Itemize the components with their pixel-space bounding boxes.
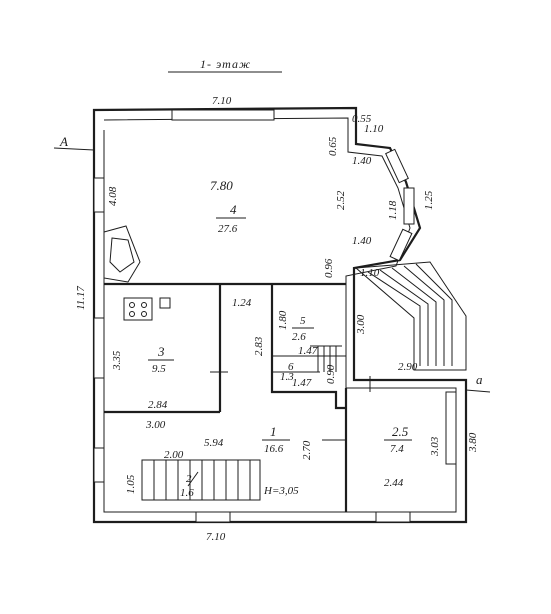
window-right bbox=[445, 391, 457, 465]
dim-left-upper: 4.08 bbox=[107, 186, 119, 206]
room-6-area: 1.3 bbox=[280, 371, 294, 383]
dim-room4-depth: 2.52 bbox=[335, 190, 347, 210]
dim-bay-lower: 1.40 bbox=[352, 235, 372, 247]
window-bottom-right bbox=[375, 511, 411, 523]
dim-porch-height: 3.00 bbox=[355, 314, 367, 335]
room-5-number: 5 bbox=[300, 315, 306, 327]
room-25-area: 7.4 bbox=[390, 443, 404, 455]
dim-bay-middle: 1.18 bbox=[387, 200, 399, 220]
sink bbox=[159, 297, 171, 309]
ceiling-height: Н=3,05 bbox=[263, 485, 299, 497]
room-3-area: 9.5 bbox=[152, 363, 166, 375]
dim-room25-height: 3.03 bbox=[429, 436, 441, 457]
window-left-upper bbox=[93, 177, 105, 213]
stair-arrow bbox=[187, 471, 199, 487]
dim-corridor-height: 2.83 bbox=[253, 336, 265, 356]
dim-room6-height: 0.90 bbox=[325, 364, 337, 384]
dim-stair-height: 1.05 bbox=[125, 474, 137, 494]
interior-wall-outline bbox=[103, 117, 457, 513]
room-2-area: 1.6 bbox=[180, 487, 194, 499]
room-4-number: 4 bbox=[230, 202, 237, 217]
dim-room5-width: 1.80 bbox=[277, 310, 289, 330]
dim-hall-width: 5.94 bbox=[204, 437, 224, 449]
dim-room25-width: 2.44 bbox=[384, 477, 404, 489]
dim-room5-w2: 1.47 bbox=[298, 345, 318, 357]
dim-stair-width: 2.00 bbox=[164, 449, 184, 461]
stove-burner bbox=[129, 311, 135, 317]
dim-room3-width: 2.84 bbox=[148, 399, 168, 411]
dim-room3-bottom: 3.00 bbox=[145, 419, 166, 431]
interior-stairs bbox=[141, 459, 261, 501]
window-left-middle bbox=[93, 317, 105, 379]
dim-room4-width: 7.80 bbox=[210, 178, 233, 193]
dim-bay-top: 1.10 bbox=[364, 123, 384, 135]
stove-burner bbox=[141, 302, 147, 308]
dim-room3-height: 3.35 bbox=[111, 350, 123, 371]
fireplace bbox=[103, 225, 141, 283]
room-5-area: 2.6 bbox=[292, 331, 306, 343]
dim-bay-small: 0.55 bbox=[352, 113, 372, 125]
room-4-area: 27.6 bbox=[218, 223, 238, 235]
porch-stairs bbox=[354, 261, 467, 371]
plan-title: 1- этаж bbox=[200, 57, 251, 71]
stove bbox=[123, 297, 153, 321]
room-6-number: 6 bbox=[288, 361, 294, 373]
stove-burner bbox=[141, 311, 147, 317]
room-3-number: 3 bbox=[157, 344, 165, 359]
exterior-wall bbox=[92, 106, 468, 524]
room-1-number: 1 bbox=[270, 424, 277, 439]
section-line-left bbox=[53, 147, 95, 151]
dim-top: 7.10 bbox=[212, 95, 232, 107]
window-bottom-left bbox=[195, 511, 231, 523]
section-mark-left: А bbox=[59, 134, 68, 149]
room-25-number: 2.5 bbox=[392, 424, 409, 439]
dim-bay-side: 0.65 bbox=[327, 136, 339, 156]
dim-room6-width: 1.47 bbox=[292, 377, 312, 389]
dim-bottom: 7.10 bbox=[206, 531, 226, 543]
dim-room4-small: 0.96 bbox=[323, 258, 335, 278]
dim-bay-right: 1.25 bbox=[423, 190, 435, 210]
dim-right-total: 3.80 bbox=[467, 432, 479, 453]
dim-porch-top: 1.10 bbox=[360, 267, 380, 279]
room5-hatching bbox=[310, 345, 342, 372]
room-1-area: 16.6 bbox=[264, 443, 284, 455]
window-bay-middle bbox=[403, 187, 415, 225]
dim-corridor-width: 1.24 bbox=[232, 297, 252, 309]
window-bay-upper bbox=[385, 148, 409, 184]
room-2-number: 2 bbox=[186, 473, 192, 485]
window-top bbox=[171, 109, 275, 121]
stove-burner bbox=[129, 302, 135, 308]
dim-left-total: 11.17 bbox=[75, 286, 87, 310]
dim-porch-bottom: 2.90 bbox=[398, 361, 418, 373]
section-line-right bbox=[465, 389, 491, 393]
dim-hall-depth: 2.70 bbox=[301, 440, 313, 460]
section-mark-right: а bbox=[476, 372, 483, 387]
window-left-lower bbox=[93, 447, 105, 483]
dim-bay-upper: 1.40 bbox=[352, 155, 372, 167]
window-bay-lower bbox=[389, 228, 413, 262]
